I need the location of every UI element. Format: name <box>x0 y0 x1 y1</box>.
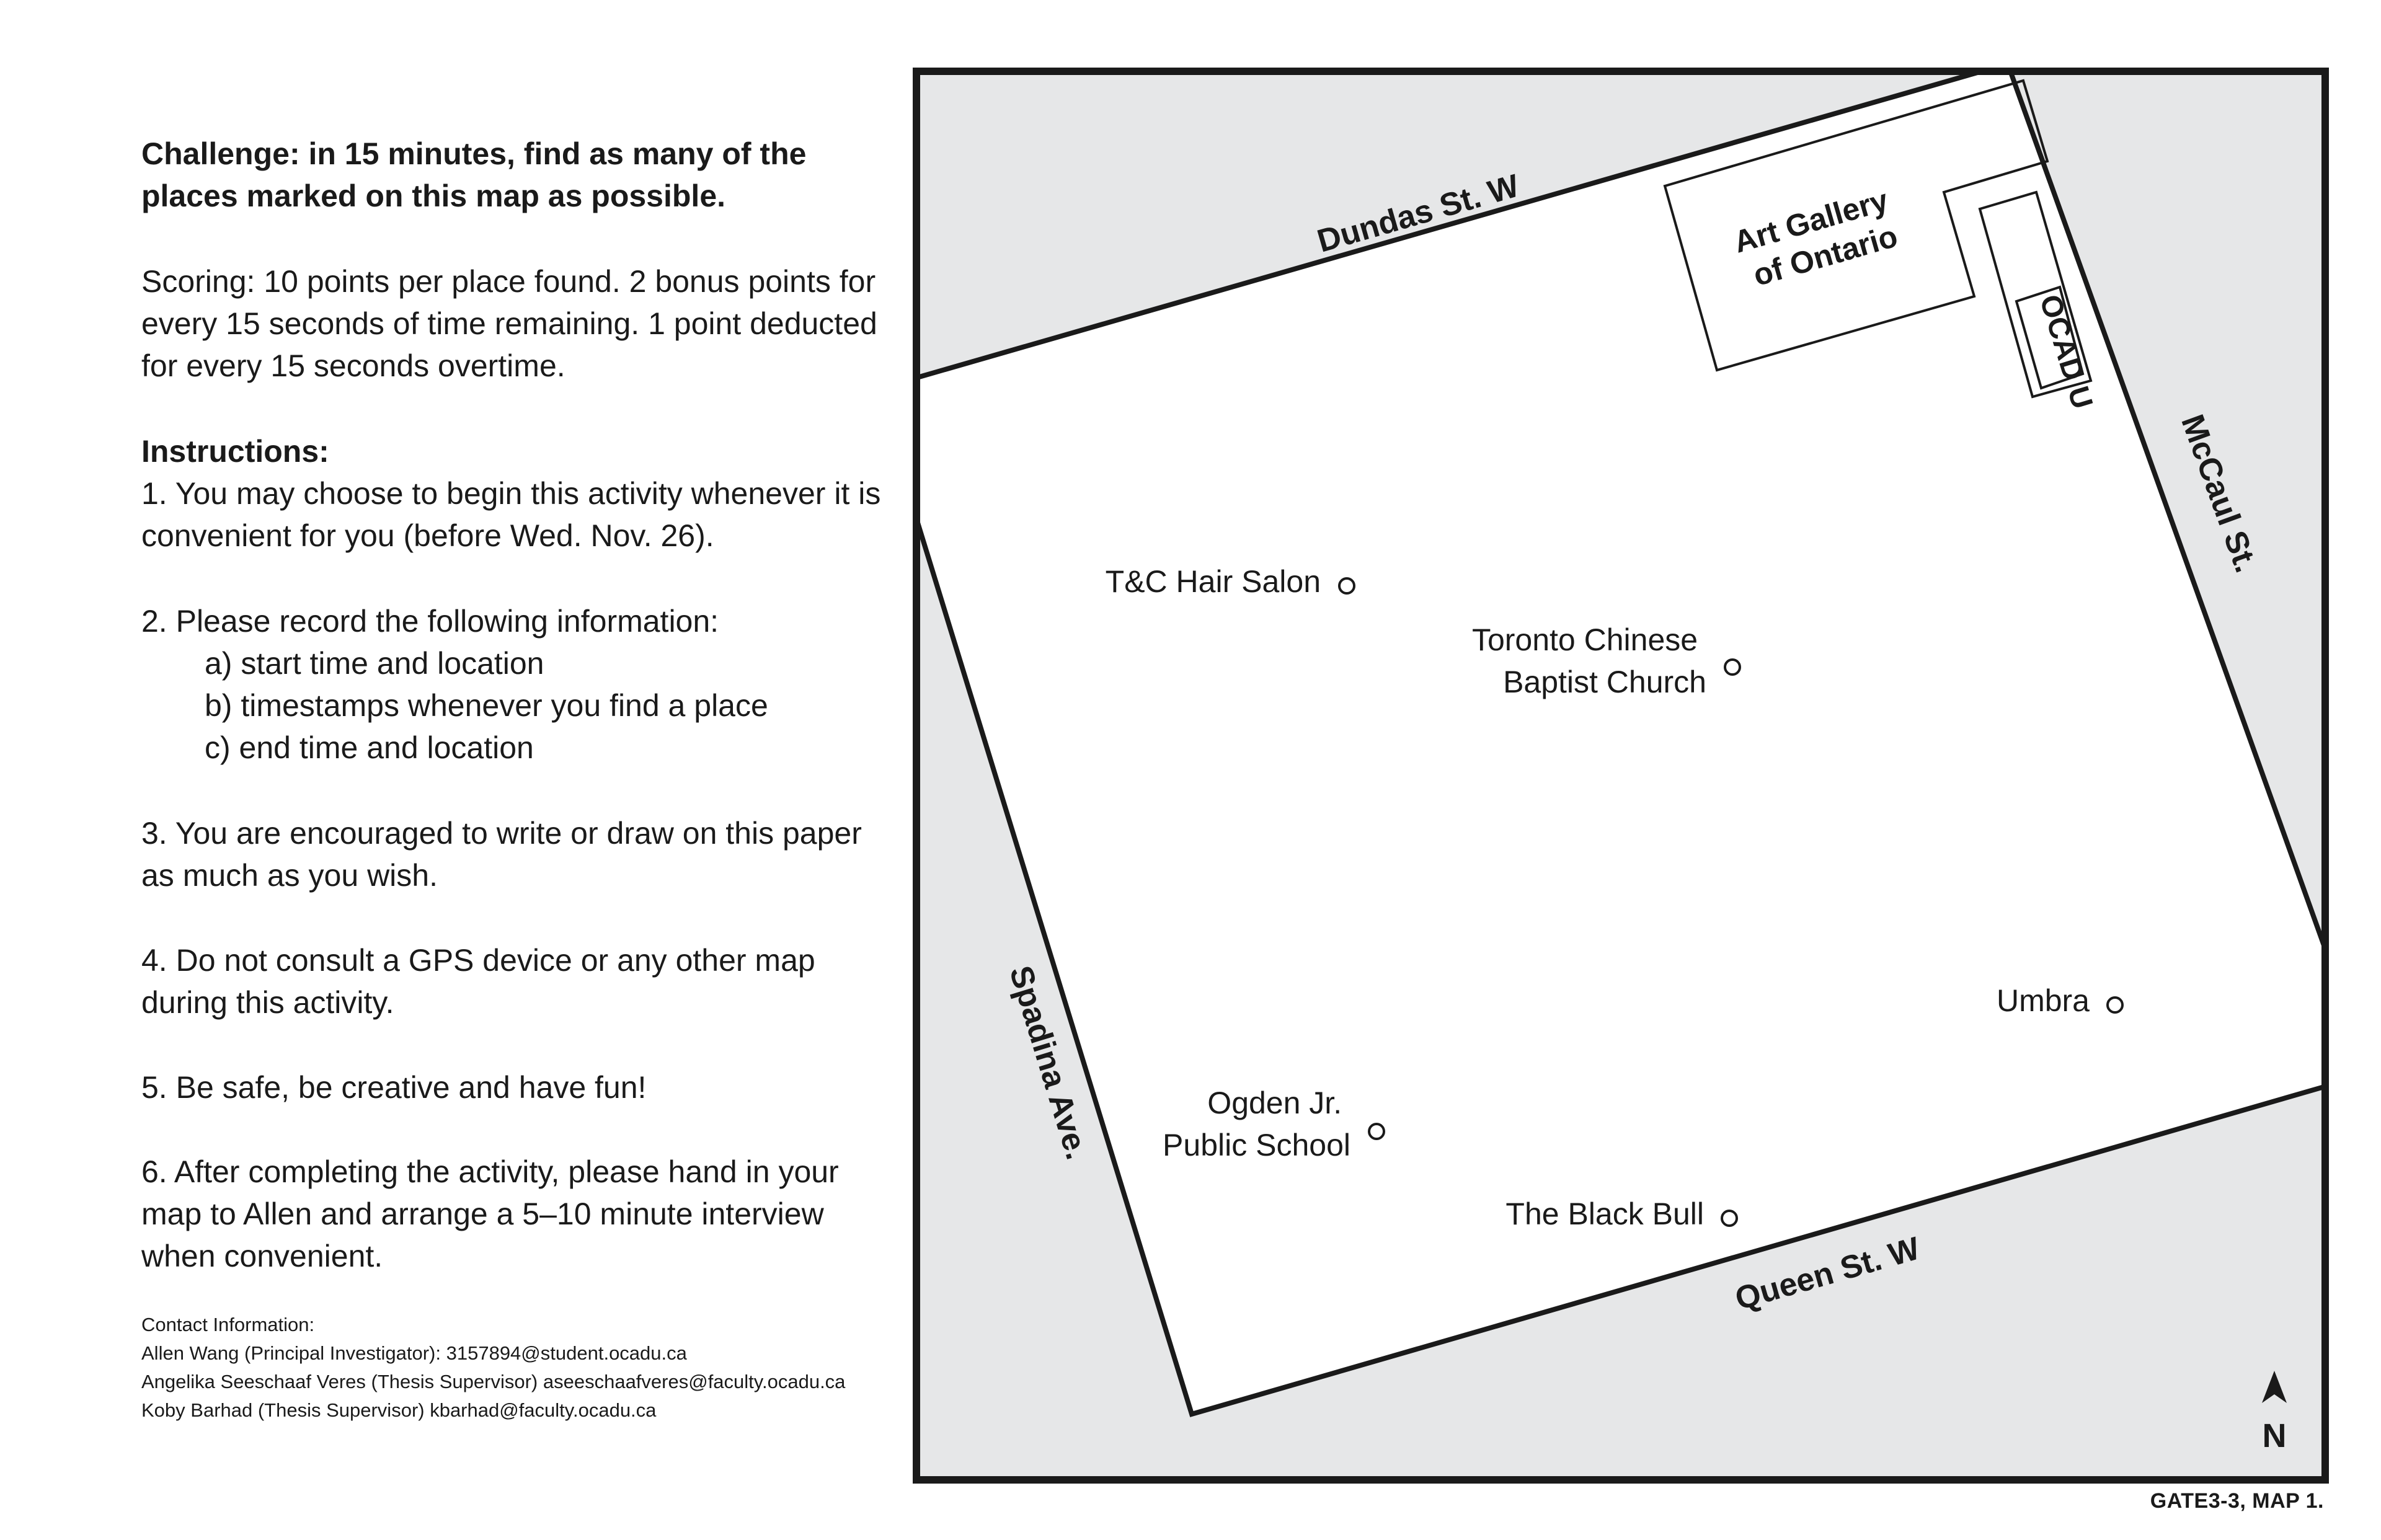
ocad-building <box>2015 285 2085 390</box>
place-label: Ogden Jr. Public School <box>1163 1086 1350 1162</box>
north-label: N <box>2263 1417 2287 1454</box>
north-arrow-icon <box>2262 1371 2287 1403</box>
place-marker <box>1721 1210 1738 1227</box>
map-border <box>913 68 2329 1484</box>
contact-info: Contact Information: Allen Wang (Princip… <box>141 1311 845 1425</box>
place-toronto-chinese-baptist-church: Toronto Chinese Baptist Church <box>1472 622 1741 699</box>
challenge-text: Challenge: in 15 minutes, find as many o… <box>141 136 807 213</box>
instruction-item-4: 4. Do not consult a GPS device or any ot… <box>141 943 815 1020</box>
scoring-text: Scoring: 10 points per place found. 2 bo… <box>141 264 877 383</box>
place-tc-hair-salon: T&C Hair Salon <box>1106 564 1355 599</box>
place-label: The Black Bull <box>1505 1197 1704 1231</box>
place-marker <box>1724 658 1741 676</box>
map: Art Gallery of Ontario OCAD U Dundas St.… <box>913 68 2329 1484</box>
place-label: Toronto Chinese Baptist Church <box>1472 622 1706 699</box>
instructions-heading: Instructions: <box>141 434 329 469</box>
map-canvas: Art Gallery of Ontario OCAD U Dundas St.… <box>913 68 2329 1484</box>
ago-building <box>1663 79 2049 372</box>
contact-line: Allen Wang (Principal Investigator): 315… <box>141 1342 687 1364</box>
instruction-item-2: 2. Please record the following informati… <box>141 604 768 765</box>
instruction-item-5: 5. Be safe, be creative and have fun! <box>141 1070 647 1105</box>
place-label: Umbra <box>1997 983 2090 1018</box>
place-label: T&C Hair Salon <box>1106 564 1321 599</box>
neighbourhood-block <box>913 68 2329 1417</box>
place-the-black-bull: The Black Bull <box>1505 1197 1738 1231</box>
ocad-outer-building <box>1978 190 2093 399</box>
place-marker <box>2106 996 2124 1014</box>
north-arrow: N <box>2262 1371 2287 1454</box>
place-marker <box>1338 577 1355 595</box>
place-umbra: Umbra <box>1997 983 2124 1018</box>
place-ogden-public-school: Ogden Jr. Public School <box>1163 1086 1385 1162</box>
contact-heading: Contact Information: <box>141 1314 315 1335</box>
map-id-footer: GATE3-3, MAP 1. <box>2150 1489 2324 1513</box>
instruction-item-3: 3. You are encouraged to write or draw o… <box>141 816 862 893</box>
instruction-item-6: 6. After completing the activity, please… <box>141 1154 839 1273</box>
contact-line: Angelika Seeschaaf Veres (Thesis Supervi… <box>141 1371 846 1392</box>
contact-line: Koby Barhad (Thesis Supervisor) kbarhad@… <box>141 1399 657 1421</box>
instruction-item-1: 1. You may choose to begin this activity… <box>141 476 881 553</box>
place-marker <box>1368 1123 1385 1140</box>
